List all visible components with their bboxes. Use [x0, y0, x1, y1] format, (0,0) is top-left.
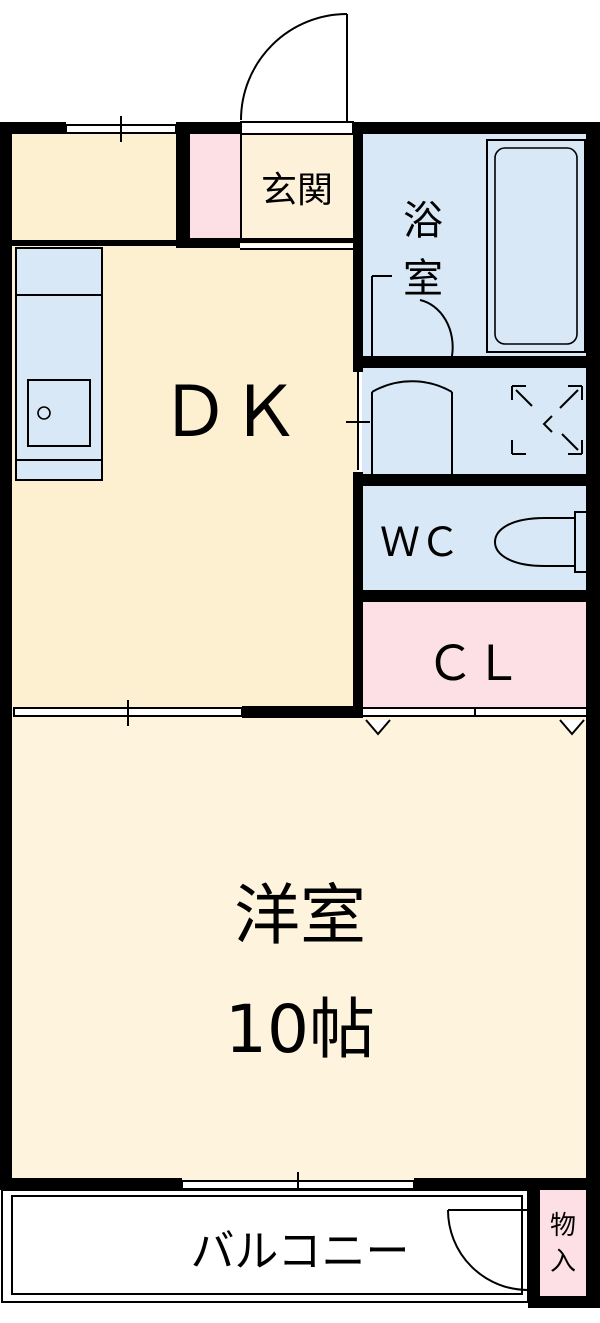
western-room-size: 10帖: [225, 991, 375, 1068]
washroom-floor: [362, 364, 590, 476]
western-room-label: 洋室: [234, 877, 366, 954]
balcony-label: バルコニー: [190, 1226, 409, 1277]
bath-label-2: 室: [403, 256, 443, 302]
storage-label-1: 物: [550, 1211, 576, 1241]
toilet: [493, 511, 590, 573]
storage-floor: [540, 1186, 590, 1304]
closet-label: ＣＬ: [426, 636, 522, 692]
kitchen-counter: [15, 247, 103, 481]
floor-fills: [10, 130, 590, 1304]
bathtub: [486, 139, 586, 353]
storage-label-2: 入: [550, 1247, 576, 1277]
storage-door-swing-2: [447, 1209, 529, 1291]
western-room-floor: [10, 712, 590, 1185]
balcony: [1, 1189, 529, 1303]
closet-floor: [362, 600, 590, 708]
room-labels: 玄関 浴 室 ＤＫ ＷＣ ＣＬ 洋室 10帖 バルコニー 物 入: [160, 170, 576, 1277]
entrance-frame: [240, 121, 354, 240]
dk-label: ＤＫ: [160, 371, 300, 453]
bath-label-1: 浴: [403, 198, 443, 244]
walls: [0, 122, 600, 1308]
bathtub-inner: [494, 147, 578, 345]
shoe-box-area: [190, 134, 240, 240]
wc-label: ＷＣ: [380, 520, 460, 566]
entrance-label: 玄関: [261, 170, 333, 211]
entrance-door-swing: [240, 13, 348, 121]
bathtub-outer: [486, 139, 586, 353]
entrance-floor: [241, 130, 353, 242]
sink-drain: [37, 406, 51, 420]
washing-machine-space: [511, 385, 583, 455]
bath-floor: [362, 130, 590, 360]
